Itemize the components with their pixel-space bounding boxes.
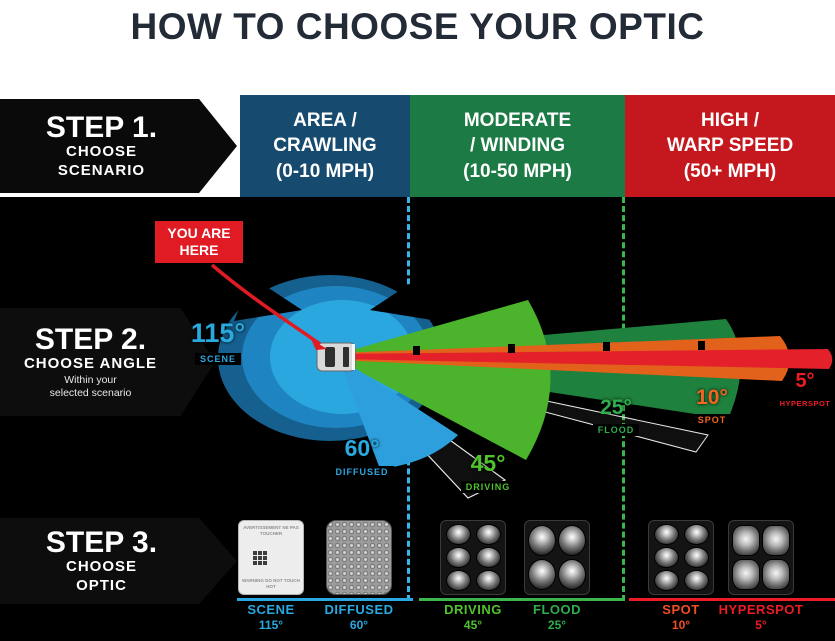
beam-name-hyperspot: HYPERSPOT <box>774 398 835 409</box>
scenario-line: AREA / <box>293 109 357 131</box>
scene-warning-bottom: WARNING DO NOT TOUCH HOT <box>242 578 300 590</box>
beam-name-diffused: DIFFUSED <box>330 466 394 478</box>
beam-angle-flood: 25° <box>600 396 632 419</box>
you-are-here-line2: HERE <box>179 242 219 258</box>
beam-tick <box>603 342 610 351</box>
step3-line2: OPTIC <box>76 576 127 594</box>
optic-label-diffused: DIFFUSED 60° <box>324 602 394 633</box>
scenario-line: CRAWLING <box>273 135 377 157</box>
scenario-high-warp: HIGH / WARP SPEED (50+ MPH) <box>625 95 835 197</box>
you-are-here-arrowhead <box>311 339 327 350</box>
optic-photo-scene: AVERTISSEMENT NE PAS TOUCHER WARNING DO … <box>238 520 304 595</box>
scenario-line: (0-10 MPH) <box>275 160 375 182</box>
scenario-line: (10-50 MPH) <box>463 160 572 182</box>
step2-title: STEP 2. <box>34 322 147 356</box>
scene-notch-left <box>234 277 302 321</box>
you-are-here-badge: YOU ARE HERE <box>155 221 243 263</box>
beam-label-driving: 45° DRIVING <box>448 450 528 495</box>
scenario-line: HIGH / <box>700 109 760 131</box>
vehicle-icon <box>316 342 356 372</box>
page-title: HOW TO CHOOSE YOUR OPTIC <box>130 6 705 47</box>
you-are-here-line1: YOU ARE <box>167 224 231 241</box>
beam-angle-spot: 10° <box>696 386 728 409</box>
scenario-line: / WINDING <box>470 135 565 157</box>
optic-label-spot: SPOT 10° <box>662 602 700 633</box>
scenario-moderate-winding: MODERATE / WINDING (10-50 MPH) <box>410 95 625 197</box>
beam-hyperspot <box>338 349 833 369</box>
beam-label-diffused: 60° DIFFUSED <box>322 435 402 480</box>
scenario-line: WARP SPEED <box>666 135 794 157</box>
beam-label-spot: 10° SPOT <box>672 386 752 428</box>
scenario-line: (50+ MPH) <box>683 160 777 182</box>
step3-title: STEP 3. <box>45 525 158 559</box>
beam-tick <box>508 344 515 353</box>
beam-name-driving: DRIVING <box>460 481 516 493</box>
beam-label-hyperspot: 5° HYPERSPOT <box>765 370 835 411</box>
step2-note2: selected scenario <box>49 387 132 400</box>
beam-label-scene: 115° SCENE <box>178 318 258 367</box>
beam-name-flood: FLOOD <box>592 424 640 436</box>
beam-tick <box>413 346 420 355</box>
optic-photo-spot <box>648 520 714 595</box>
step1-title: STEP 1. <box>45 110 158 144</box>
you-are-here-arrow <box>210 263 322 346</box>
beam-driving <box>338 300 551 460</box>
beam-angle-diffused: 60° <box>344 435 380 461</box>
beam-name-scene: SCENE <box>194 353 241 365</box>
beam-angle-driving: 45° <box>470 450 506 476</box>
beam-tick <box>698 341 705 350</box>
optic-label-scene: SCENE 115° <box>247 602 295 633</box>
step1-arrow: STEP 1. CHOOSE SCENARIO <box>0 99 237 193</box>
step2-note1: Within your <box>64 374 117 386</box>
beam-label-flood: 25° FLOOD <box>576 396 656 438</box>
optic-photo-flood <box>524 520 590 595</box>
step3-arrow: STEP 3. CHOOSE OPTIC <box>0 518 237 604</box>
beam-angle-scene: 115° <box>190 318 246 348</box>
scene-led-grid <box>253 550 267 565</box>
step1-line2: SCENARIO <box>57 161 146 179</box>
group-bar-blue <box>237 598 413 601</box>
optic-photo-driving <box>440 520 506 595</box>
beam-diagram <box>210 263 833 499</box>
scene-warning-top: AVERTISSEMENT NE PAS TOUCHER <box>243 525 299 536</box>
scenario-line: MODERATE <box>463 109 572 131</box>
beam-angle-hyperspot: 5° <box>795 370 815 392</box>
optic-label-flood: FLOOD 25° <box>533 602 581 633</box>
beam-name-spot: SPOT <box>692 414 732 426</box>
step2-arrow: STEP 2. CHOOSE ANGLE Within your selecte… <box>0 308 215 416</box>
optic-photo-diffused <box>326 520 392 595</box>
optic-label-hyperspot: HYPERSPOT 5° <box>718 602 804 633</box>
beam-diffused <box>338 357 458 469</box>
step3-line1: CHOOSE <box>65 558 137 575</box>
optic-label-driving: DRIVING 45° <box>444 602 502 633</box>
group-bar-green <box>419 598 623 601</box>
optic-photo-hyperspot <box>728 520 794 595</box>
step2-line1: CHOOSE ANGLE <box>23 355 158 373</box>
group-bar-red <box>629 598 835 601</box>
scene-notch-right <box>370 277 438 321</box>
step1-line1: CHOOSE <box>65 143 137 160</box>
scenario-area-crawling: AREA / CRAWLING (0-10 MPH) <box>240 95 410 197</box>
